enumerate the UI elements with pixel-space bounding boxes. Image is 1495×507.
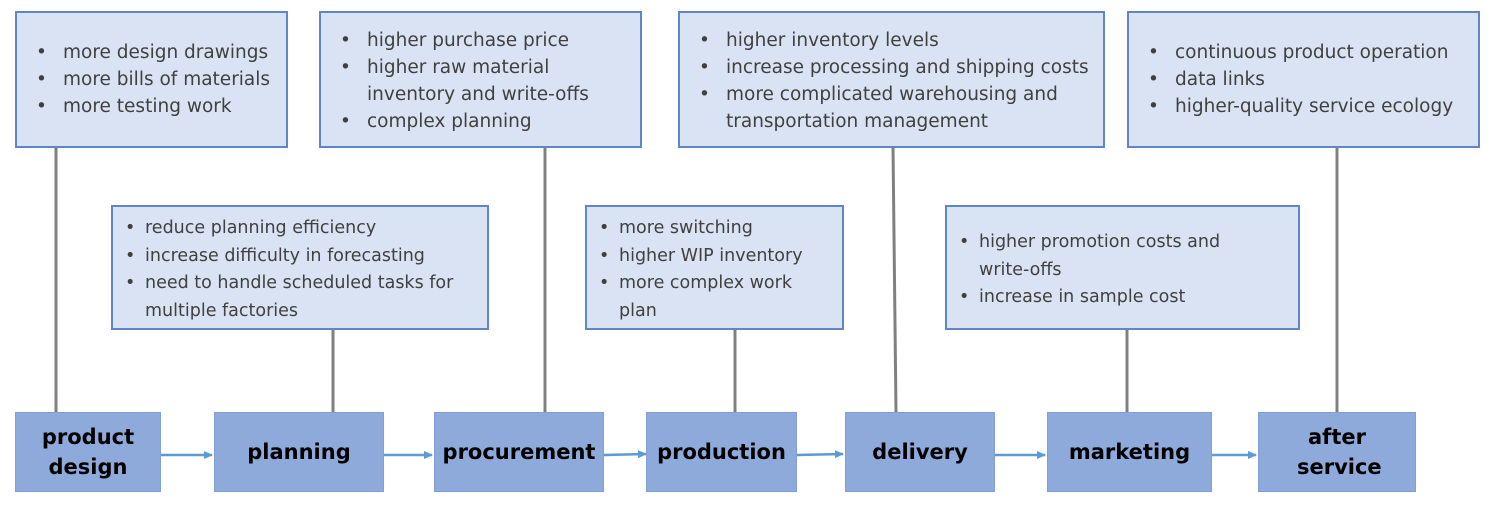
note-item: higher raw material inventory and write-…	[331, 54, 630, 108]
stage-procurement: procurement	[434, 412, 604, 492]
stage-label: marketing	[1068, 440, 1191, 464]
note-production: more switching higher WIP inventory more…	[585, 205, 844, 330]
note-item: more complex work plan	[597, 270, 832, 325]
connector-delivery	[891, 146, 898, 413]
note-item: more complicated warehousing and transpo…	[690, 81, 1093, 135]
stage-planning: planning	[214, 412, 384, 492]
stage-label: procurement	[442, 440, 596, 464]
note-item: complex planning	[331, 108, 630, 135]
note-item: more switching	[597, 215, 832, 243]
note-item: higher WIP inventory	[597, 243, 832, 271]
stage-marketing: marketing	[1047, 412, 1212, 492]
note-item-text: more complicated warehousing and transpo…	[726, 84, 1058, 132]
stage-label: product design	[41, 425, 135, 479]
stage-delivery: delivery	[845, 412, 995, 492]
note-marketing: higher promotion costs and write-offs in…	[945, 205, 1300, 330]
note-item: increase processing and shipping costs	[690, 54, 1093, 81]
note-item: higher inventory levels	[690, 27, 1093, 54]
stage-production: production	[646, 412, 797, 492]
note-item: increase in sample cost	[957, 284, 1288, 312]
note-item: reduce planning efficiency	[123, 215, 477, 243]
stage-product-design: product design	[15, 412, 161, 492]
note-procurement: higher purchase price higher raw materia…	[319, 11, 642, 148]
flow-arrow-4	[796, 450, 844, 459]
stage-label: after service	[1297, 425, 1382, 479]
stage-label: planning	[247, 440, 351, 464]
flow-arrow-3	[603, 450, 647, 459]
note-product-design: more design drawings more bills of mater…	[15, 11, 288, 148]
note-item: increase difficulty in forecasting	[123, 243, 477, 271]
note-item-text: more complex work plan	[619, 273, 792, 321]
note-item: continuous product operation	[1139, 39, 1468, 66]
note-item: need to handle scheduled tasks for multi…	[123, 270, 477, 325]
note-delivery: higher inventory levels increase process…	[678, 11, 1105, 148]
note-item: higher purchase price	[331, 27, 630, 54]
note-item: higher-quality service ecology	[1139, 93, 1468, 120]
note-after-service: continuous product operation data links …	[1127, 11, 1480, 148]
note-item: data links	[1139, 66, 1468, 93]
note-item: higher promotion costs and write-offs	[957, 229, 1288, 284]
note-item-text: higher raw material inventory and write-…	[367, 57, 589, 105]
note-item: more bills of materials	[27, 66, 276, 93]
note-item-text: need to handle scheduled tasks for multi…	[145, 273, 454, 321]
note-item: more design drawings	[27, 39, 276, 66]
stage-after-service: after service	[1258, 412, 1416, 492]
note-item-text: higher promotion costs and write-offs	[979, 232, 1221, 280]
stage-label: production	[657, 440, 786, 464]
note-item: more testing work	[27, 93, 276, 120]
note-planning: reduce planning efficiency increase diff…	[111, 205, 489, 330]
stage-label: delivery	[872, 440, 968, 464]
